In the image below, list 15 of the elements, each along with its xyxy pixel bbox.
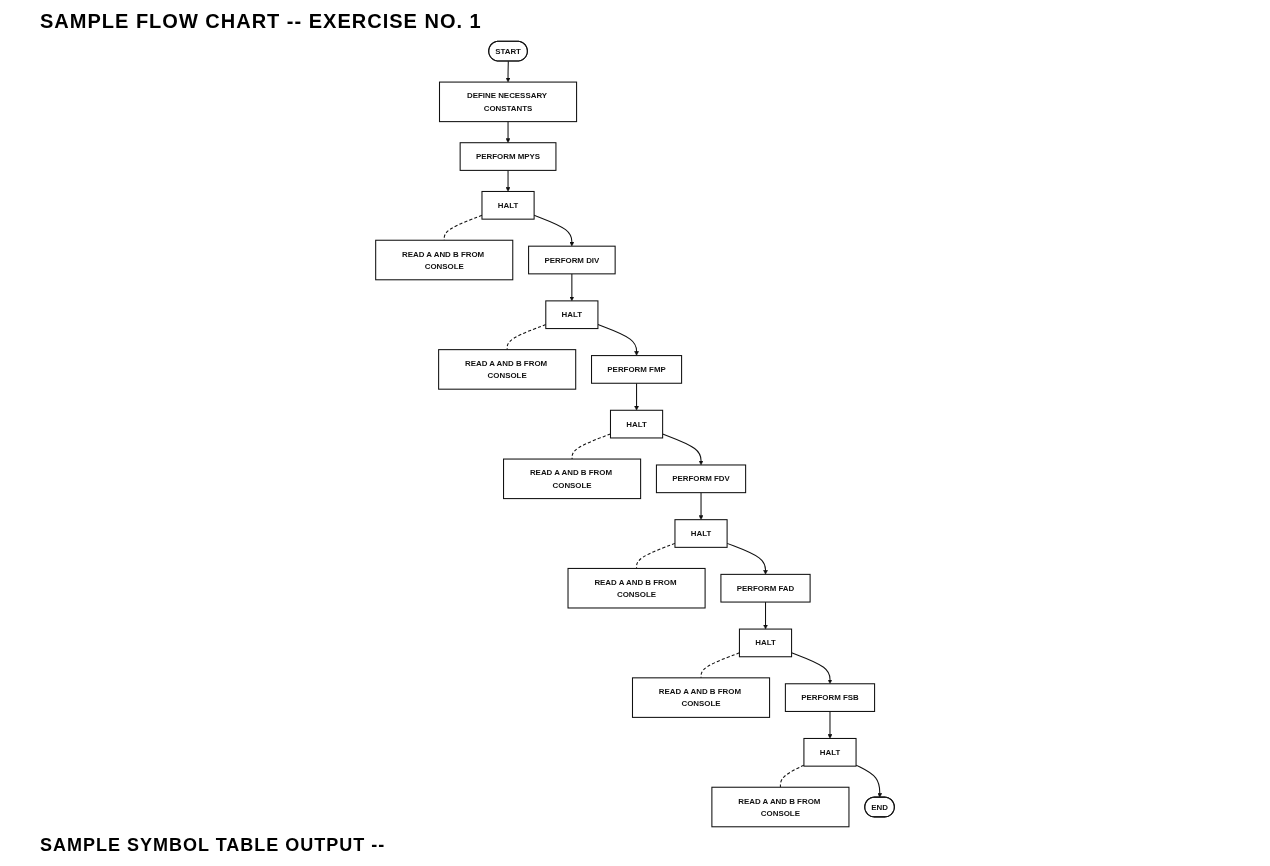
connector (779, 764, 805, 788)
arrow (505, 169, 511, 192)
arrow (791, 652, 833, 684)
arrow (634, 382, 639, 411)
arrow (505, 121, 511, 143)
arrow (662, 433, 704, 466)
arrow (569, 273, 575, 302)
arrow (827, 710, 833, 739)
arrow (698, 492, 704, 520)
note-text: SAMPLE SYMBOL TABLE OUTPUT -- (40, 835, 387, 856)
connector (571, 433, 611, 460)
arrow (505, 60, 511, 83)
arrow (597, 324, 639, 356)
arrow (763, 601, 768, 630)
diagram-title: SAMPLE FLOW CHART -- EXERCISE NO. 1 (40, 10, 483, 33)
